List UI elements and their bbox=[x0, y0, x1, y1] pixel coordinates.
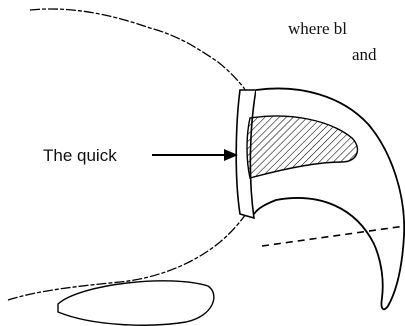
caption-line-2: and bbox=[352, 45, 377, 64]
paw-fur-outline bbox=[30, 9, 246, 96]
caption-line-1: where bl bbox=[288, 19, 347, 38]
toe-pad bbox=[58, 281, 214, 325]
quick-label: The quick bbox=[43, 146, 117, 165]
